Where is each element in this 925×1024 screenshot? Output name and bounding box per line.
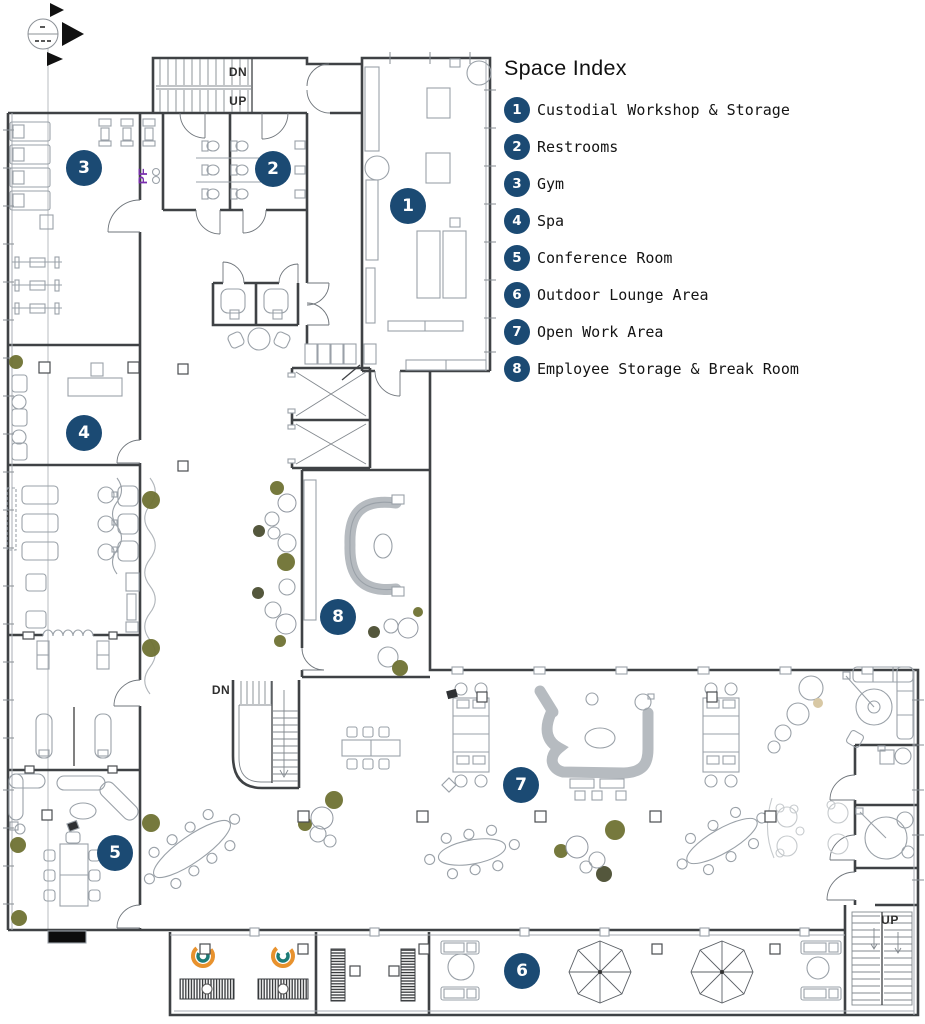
- spa-furniture: [6, 362, 156, 774]
- door-swings: [107, 63, 856, 929]
- legend-badge: 3: [504, 170, 530, 197]
- legend-label: Open Work Area: [537, 322, 664, 341]
- gym-equipment: [9, 118, 161, 315]
- legend-items: 1 Custodial Workshop & Storage 2 Restroo…: [504, 91, 844, 387]
- legend-badge: 4: [504, 207, 530, 234]
- umbrella-icon: [690, 940, 754, 1004]
- umbrella-icon: [568, 940, 632, 1004]
- legend-item: 1 Custodial Workshop & Storage: [504, 91, 844, 128]
- wall-mullions: [249, 666, 874, 937]
- workarea-furniture: [143, 666, 915, 890]
- outdoor-furniture: [179, 940, 842, 1004]
- legend-badge: 1: [504, 96, 530, 123]
- space-index-legend: Space Index 1 Custodial Workshop & Stora…: [504, 56, 844, 387]
- legend-item: 6 Outdoor Lounge Area: [504, 276, 844, 313]
- stairs-center: [238, 681, 298, 783]
- plants: [9, 355, 625, 926]
- space-marker: 2: [255, 151, 291, 187]
- space-marker: 5: [97, 835, 133, 871]
- legend-label: Custodial Workshop & Storage: [537, 100, 790, 119]
- restroom-fixtures: [196, 140, 306, 351]
- storage-room-furniture: [364, 58, 492, 371]
- stairs-bottom-right: [851, 911, 913, 1006]
- space-marker: 4: [66, 415, 102, 451]
- legend-badge: 2: [504, 133, 530, 160]
- legend-item: 4 Spa: [504, 202, 844, 239]
- plan-text-label: PF: [136, 167, 150, 185]
- legend-label: Gym: [537, 174, 565, 193]
- legend-item: 8 Employee Storage & Break Room: [504, 350, 844, 387]
- space-marker: 7: [503, 767, 539, 803]
- legend-label: Restrooms: [537, 137, 619, 156]
- legend-badge: 6: [504, 281, 530, 308]
- stairs-top: [156, 59, 252, 112]
- lockers: [304, 343, 377, 365]
- legend-badge: 8: [504, 355, 530, 382]
- legend-label: Outdoor Lounge Area: [537, 285, 709, 304]
- north-arrow-icon: [27, 3, 84, 940]
- window-ticks: [3, 52, 924, 905]
- legend-badge: 5: [504, 244, 530, 271]
- legend-item: 3 Gym: [504, 165, 844, 202]
- legend-label: Spa: [537, 211, 565, 230]
- columns: [38, 361, 781, 977]
- plan-text-label: DN: [228, 65, 248, 79]
- elevators: [295, 371, 367, 465]
- legend-item: 2 Restrooms: [504, 128, 844, 165]
- legend-title: Space Index: [504, 56, 627, 80]
- plan-text-label: DN: [211, 683, 231, 697]
- space-marker: 1: [390, 188, 426, 224]
- space-marker: 6: [504, 953, 540, 989]
- breakroom-furniture: [264, 479, 419, 668]
- legend-badge: 7: [504, 318, 530, 345]
- legend-label: Conference Room: [537, 248, 673, 267]
- walls: [6, 56, 920, 1017]
- plan-text-label: UP: [881, 913, 899, 927]
- legend-item: 5 Conference Room: [504, 239, 844, 276]
- space-marker: 8: [320, 599, 356, 635]
- legend-label: Employee Storage & Break Room: [537, 359, 799, 378]
- conference-furniture: [8, 773, 139, 944]
- legend-item: 7 Open Work Area: [504, 313, 844, 350]
- space-marker: 3: [66, 150, 102, 186]
- plan-text-label: UP: [229, 94, 247, 108]
